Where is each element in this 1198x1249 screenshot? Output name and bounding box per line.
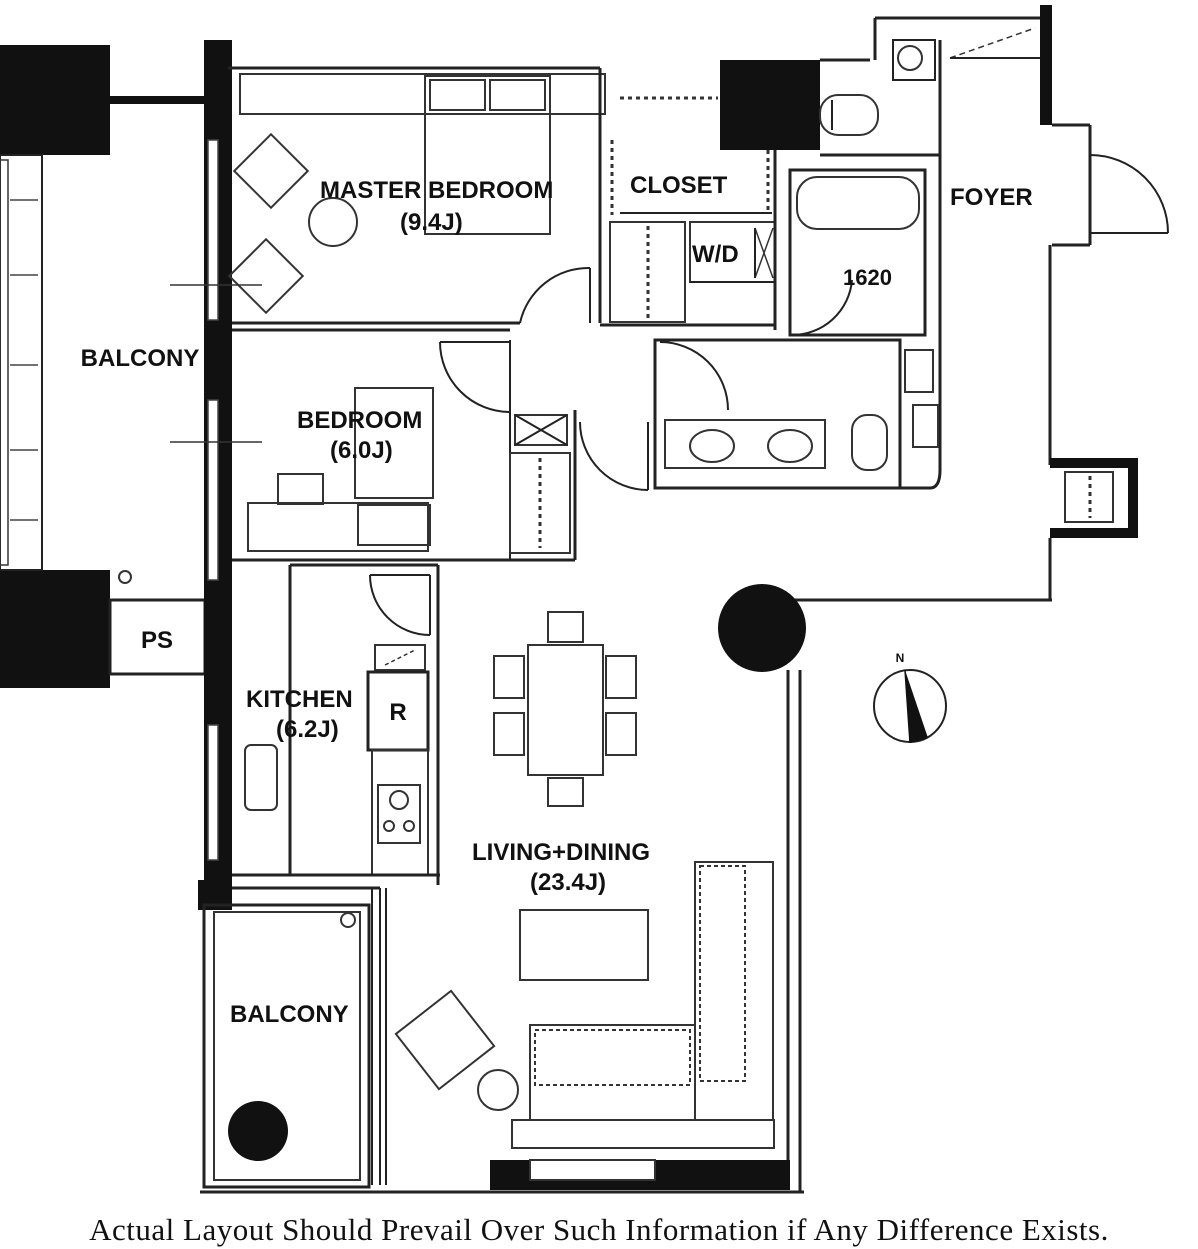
west-windows [207, 139, 219, 861]
kitchen-area [232, 563, 440, 885]
foyer-area [949, 27, 1169, 523]
refrigerator-label: R [389, 699, 406, 726]
kitchen-label: KITCHEN [246, 686, 353, 713]
living-dining-size: (23.4J) [530, 869, 606, 896]
kitchen-size: (6.2J) [276, 716, 339, 743]
closet-label: CLOSET [630, 172, 728, 199]
living-dining-label: LIVING+DINING [472, 839, 650, 866]
west-balcony [0, 45, 207, 688]
south-balcony-label: BALCONY [230, 1001, 349, 1028]
bathroom-area [788, 39, 942, 470]
vanity-area [439, 338, 942, 560]
structural-column [718, 584, 806, 672]
disclaimer-text: Actual Layout Should Prevail Over Such I… [89, 1212, 1109, 1247]
bedroom-area [232, 328, 577, 562]
bedroom-label: BEDROOM [297, 407, 422, 434]
bedroom-size: (6.0J) [330, 437, 393, 464]
master-bedroom-label: MASTER BEDROOM [320, 177, 553, 204]
north-compass [873, 669, 947, 744]
closet-area [598, 68, 777, 330]
south-balcony [202, 886, 387, 1189]
master-bedroom-size: (9.4J) [400, 209, 463, 236]
west-balcony-label: BALCONY [81, 345, 200, 372]
master-bedroom-area [170, 73, 606, 443]
living-dining-area [394, 611, 775, 1149]
bathroom-label: 1620 [843, 265, 892, 290]
compass-north-label: N [896, 651, 905, 665]
foyer-label: FOYER [950, 184, 1033, 211]
washer-dryer-label: W/D [692, 241, 739, 268]
ps-label: PS [141, 627, 173, 654]
